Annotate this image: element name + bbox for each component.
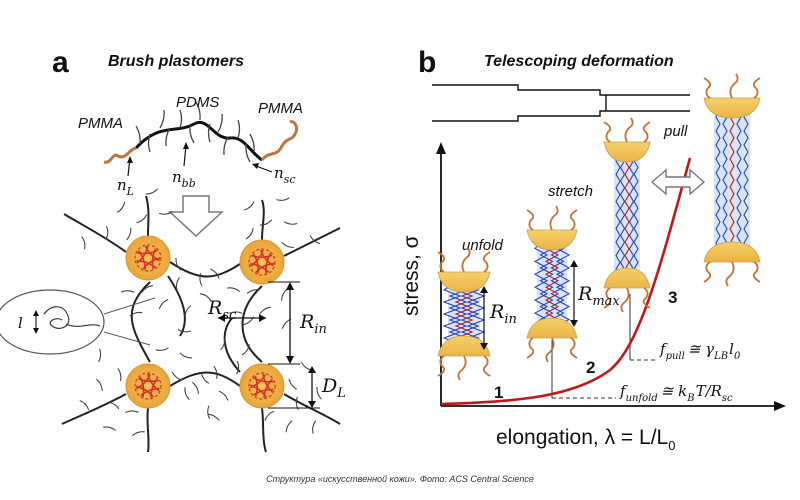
telescope-icon xyxy=(432,84,690,122)
y-axis-label: stress, σ xyxy=(400,235,423,316)
n-sc-arrow xyxy=(255,165,273,173)
zoom-lens xyxy=(0,289,105,355)
network-micelles xyxy=(125,235,285,409)
stress-strain-axes: stress, σ elongation, λ = L/L0 xyxy=(400,142,786,453)
strand-column xyxy=(437,247,491,381)
zoom-coil xyxy=(43,306,70,329)
panel-b-letter: b xyxy=(418,46,436,79)
label-f-pull: fpull≅ γLBl0 xyxy=(659,340,741,362)
label-pmma-left: PMMA xyxy=(78,115,123,132)
micelle xyxy=(239,363,285,409)
micelle xyxy=(239,239,285,285)
x-axis-arrowhead xyxy=(774,401,786,411)
y-axis-arrowhead xyxy=(436,142,446,154)
stage-label-unfold: unfold xyxy=(462,237,504,254)
figure-caption: Структура «искусственной кожи». Фото: AC… xyxy=(266,474,534,484)
label-pmma-right: PMMA xyxy=(258,100,303,117)
label-d-l: DL xyxy=(321,375,346,401)
stress-curve xyxy=(440,157,692,406)
label-pdms: PDMS xyxy=(176,94,219,111)
label-r-sc: Rsc xyxy=(207,297,237,323)
label-n-sc: nsc xyxy=(274,164,295,186)
pmma-right-block xyxy=(260,120,298,162)
network-side-chains xyxy=(79,188,322,437)
n-l-arrowhead xyxy=(127,156,133,163)
micelle xyxy=(125,363,171,409)
strand-column xyxy=(703,73,761,287)
n-sc-arrowhead xyxy=(252,163,259,169)
down-arrow-icon xyxy=(168,195,224,238)
label-f-unfold: funfold≅ kBT/Rsc xyxy=(619,382,733,404)
strand-columns xyxy=(437,73,761,381)
label-n-bb: nbb xyxy=(172,168,196,190)
n-bb-arrowhead xyxy=(183,142,189,149)
strand-column xyxy=(526,205,578,363)
molecule-backbone xyxy=(134,120,263,162)
stage-number-2: 2 xyxy=(586,358,595,377)
label-r-max-column: Rmax xyxy=(577,283,620,309)
panel-a: a Brush plastomers PMMA PDMS PMMA nL nbb… xyxy=(0,46,346,453)
stage-label-stretch: stretch xyxy=(548,183,593,200)
guide-lines xyxy=(551,294,655,399)
label-l: l xyxy=(18,314,23,332)
label-r-in: Rin xyxy=(299,311,327,337)
stage-number-1: 1 xyxy=(494,383,503,402)
column-dimension-arrows xyxy=(483,262,575,348)
stage-label-pull: pull xyxy=(663,123,688,140)
pmma-left-block xyxy=(103,146,137,164)
panel-a-title: Brush plastomers xyxy=(108,53,244,70)
label-n-l: nL xyxy=(117,176,134,198)
micelle xyxy=(125,235,171,281)
zoom-lines xyxy=(103,297,156,346)
molecule-side-chains xyxy=(135,101,255,163)
stage-number-3: 3 xyxy=(668,288,677,307)
brush-molecule: PMMA PDMS PMMA nL nbb nsc xyxy=(78,94,303,198)
panel-a-letter: a xyxy=(52,46,69,79)
panel-b: b Telescoping deformation stress, σ elon… xyxy=(400,46,786,453)
x-axis-label: elongation, λ = L/L0 xyxy=(496,426,675,453)
brush-network: Rsc Rin DL l xyxy=(0,188,346,453)
double-arrow-icon xyxy=(650,168,706,196)
strand-column xyxy=(603,117,651,313)
label-r-in-column: Rin xyxy=(489,301,517,327)
panel-b-title: Telescoping deformation xyxy=(484,53,674,70)
